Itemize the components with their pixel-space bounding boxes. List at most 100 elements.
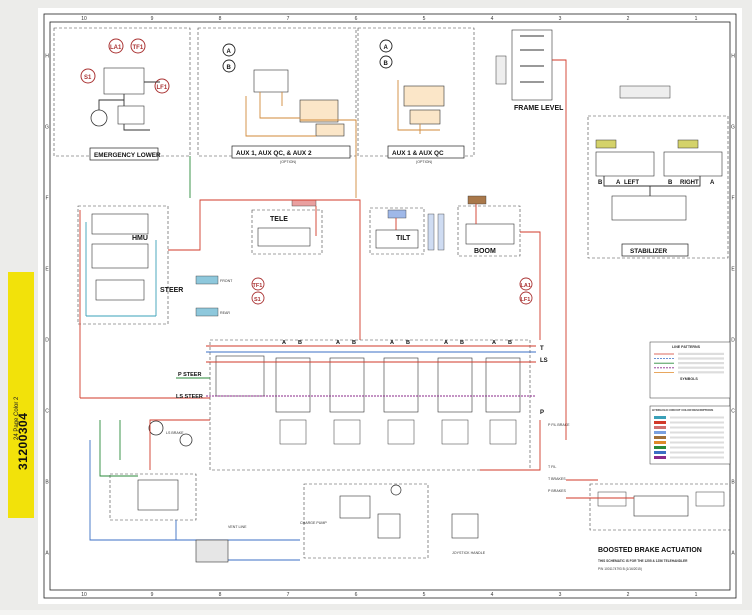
port-ls-brake: LS BRAKE — [166, 431, 184, 435]
part-number-text: 31200304 — [16, 413, 30, 470]
symbols-title: SYMBOLS — [680, 377, 698, 381]
grid-row-label: E — [45, 267, 49, 273]
pump-assembly — [137, 479, 179, 511]
grid-column-label: 2 — [627, 16, 630, 22]
grid-row-label: D — [731, 338, 735, 344]
auxqc-valve-1 — [403, 85, 445, 107]
frame-level-cylinder — [495, 55, 507, 85]
tele-label: TELE — [270, 216, 288, 223]
port-t-brakes: T BRAKES — [548, 477, 566, 481]
legend-color-swatch — [654, 416, 666, 419]
section-port-a: A — [390, 340, 394, 346]
legend-line-text — [678, 352, 724, 355]
port-ls: LS — [540, 358, 548, 364]
legend-color-text — [670, 416, 724, 419]
stabilizer-a-left: A — [616, 180, 621, 186]
hydraulic-tank — [195, 539, 229, 563]
valve-section-pilot — [387, 419, 415, 445]
grid-column-label: 8 — [219, 16, 222, 22]
grid-column-label: 5 — [423, 592, 426, 598]
frame-level-title: FRAME LEVEL — [514, 105, 564, 112]
port-t: T — [540, 346, 544, 352]
legend-color-swatch — [654, 451, 666, 454]
emergency-valve-block — [103, 67, 145, 95]
emergency-lower-title-box — [89, 147, 159, 161]
stabilizer-title-box — [621, 243, 689, 257]
grid-row-label: E — [731, 267, 735, 273]
grid-row-label: G — [45, 125, 49, 131]
tilt-accumulator-2 — [437, 213, 445, 251]
hmu-panel — [77, 205, 169, 325]
legend-line-text — [678, 371, 724, 374]
aux-title-box — [231, 145, 351, 159]
legend-line-text — [678, 357, 724, 360]
boom-solenoid-la1 — [519, 277, 533, 291]
port-t-fil: T FIL — [548, 465, 556, 469]
auxqc-orange-lines — [397, 80, 440, 134]
main-control-valve-panel — [209, 339, 531, 471]
line-patterns-title: LINE PATTERNS — [672, 345, 701, 349]
grid-row-label: F — [731, 196, 734, 202]
charge-filter — [377, 513, 401, 539]
legend-color-swatch — [654, 446, 666, 449]
grid-column-label: 9 — [151, 592, 154, 598]
grid-column-label: 5 — [423, 16, 426, 22]
main-pressure-gallery — [206, 345, 536, 363]
valve-section — [437, 357, 473, 413]
port-p-steer: P STEER — [178, 372, 201, 378]
section-port-a: A — [336, 340, 340, 346]
aux-qc-option: (OPTION) — [416, 160, 432, 164]
port-p-fil-brake: P FIL BRAKE — [548, 423, 570, 427]
section-port-b: B — [352, 340, 356, 346]
brake-cylinder-right — [695, 491, 725, 507]
grid-column-label: 3 — [559, 16, 562, 22]
grid-column-label: 3 — [559, 592, 562, 598]
legend-color-text — [670, 421, 724, 424]
tilt-valve — [375, 229, 419, 249]
aux-solenoid-a-label: A — [227, 49, 232, 55]
grid-column-label: 10 — [81, 592, 87, 598]
auxqc-solenoid-b — [379, 55, 393, 69]
tilt-panel — [369, 207, 425, 255]
grid-column-label: 6 — [355, 592, 358, 598]
main-solenoid-tf1-label: TF1 — [253, 283, 263, 289]
steer-cylinder-rear — [195, 307, 219, 317]
grid-column-label: 2 — [627, 592, 630, 598]
aux-title: AUX 1, AUX QC, & AUX 2 — [236, 150, 312, 157]
port-p: P — [540, 410, 544, 416]
section-port-a: A — [282, 340, 286, 346]
solenoid-s1-label: S1 — [84, 75, 92, 81]
brake-cylinder-left — [597, 491, 627, 507]
brake-pressure-line — [565, 160, 634, 499]
stabilizer-cylinder-top — [619, 85, 671, 99]
legend-color-swatch — [654, 421, 666, 424]
grid-row-label: H — [731, 54, 735, 60]
tele-panel — [251, 209, 323, 255]
aux-valve-1 — [253, 69, 289, 93]
hmu-valve-bottom — [95, 279, 145, 301]
grid-column-label: 4 — [491, 16, 494, 22]
stabilizer-left-label: LEFT — [624, 180, 639, 186]
emergency-check-valve — [117, 105, 145, 125]
stabilizer-right-label: RIGHT — [680, 180, 699, 186]
legend-pattern-rows — [654, 352, 724, 374]
aux-qc-circuit: A B — [379, 39, 445, 134]
auxqc-solenoid-b-label: B — [384, 61, 389, 67]
legend-color-swatch — [654, 441, 666, 444]
stabilizer-panel — [587, 115, 729, 259]
steer-cylinder-front — [195, 275, 219, 285]
boom-solenoid-lf1-label: LF1 — [521, 297, 531, 303]
grid-row-label: D — [45, 338, 49, 344]
solenoid-la1-label: LA1 — [110, 45, 122, 51]
stabilizer-right-valve — [663, 151, 723, 177]
legend-line-text — [678, 362, 724, 365]
aux-option: (OPTION) — [280, 160, 296, 164]
auxqc-valve-2 — [409, 109, 441, 125]
valve-section — [383, 357, 419, 413]
grid-column-label: 8 — [219, 592, 222, 598]
pump-panel — [109, 473, 197, 521]
brake-valve — [633, 495, 689, 517]
grid-row-label: A — [731, 551, 735, 557]
